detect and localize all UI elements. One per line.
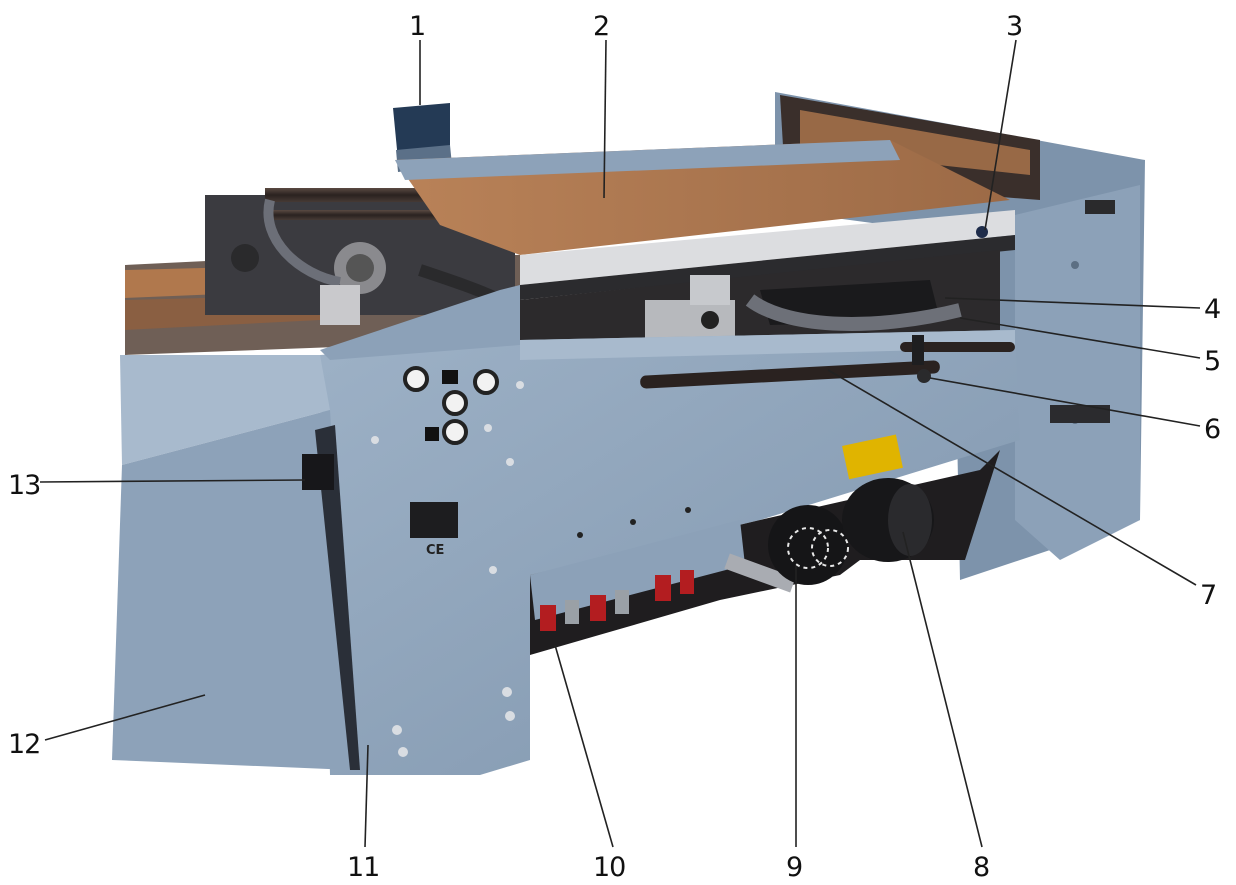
callout-11: 11 — [347, 852, 379, 883]
fold-plate-bay — [520, 250, 1000, 345]
switch-icon — [442, 370, 458, 384]
callout-12: 12 — [8, 729, 40, 760]
left-cabinet — [112, 355, 515, 770]
callout-5: 5 — [1204, 346, 1220, 377]
callout-8: 8 — [973, 852, 989, 883]
callout-9: 9 — [786, 852, 802, 883]
callout-3: 3 — [1006, 11, 1022, 42]
side-lever — [1050, 405, 1110, 423]
main-side-panel — [320, 285, 1020, 775]
callout-10: 10 — [593, 852, 625, 883]
leader-lines — [39, 39, 1201, 848]
control-panel: CE — [371, 366, 691, 574]
lower-drive — [530, 450, 1000, 655]
callout-labels: 1 2 3 4 5 6 7 8 9 10 11 12 13 — [8, 11, 1221, 883]
knob-icon — [473, 369, 499, 395]
collector-drum — [768, 505, 848, 585]
ce-mark: CE — [426, 543, 444, 558]
callout-1: 1 — [409, 11, 425, 42]
switch-icon — [425, 427, 439, 441]
callout-2: 2 — [593, 11, 609, 42]
name-plate — [410, 502, 458, 538]
warning-label — [842, 434, 903, 480]
callout-13: 13 — [8, 470, 40, 501]
callout-6: 6 — [1204, 414, 1220, 445]
knob-icon — [442, 390, 468, 416]
valve-row — [540, 570, 694, 631]
cabinet-latch — [302, 454, 334, 490]
cross-rod — [640, 360, 940, 389]
callout-7: 7 — [1200, 580, 1216, 611]
feed-table — [395, 140, 1015, 300]
knob-icon — [442, 419, 468, 445]
knob-icon — [403, 366, 429, 392]
callout-4: 4 — [1204, 294, 1220, 325]
